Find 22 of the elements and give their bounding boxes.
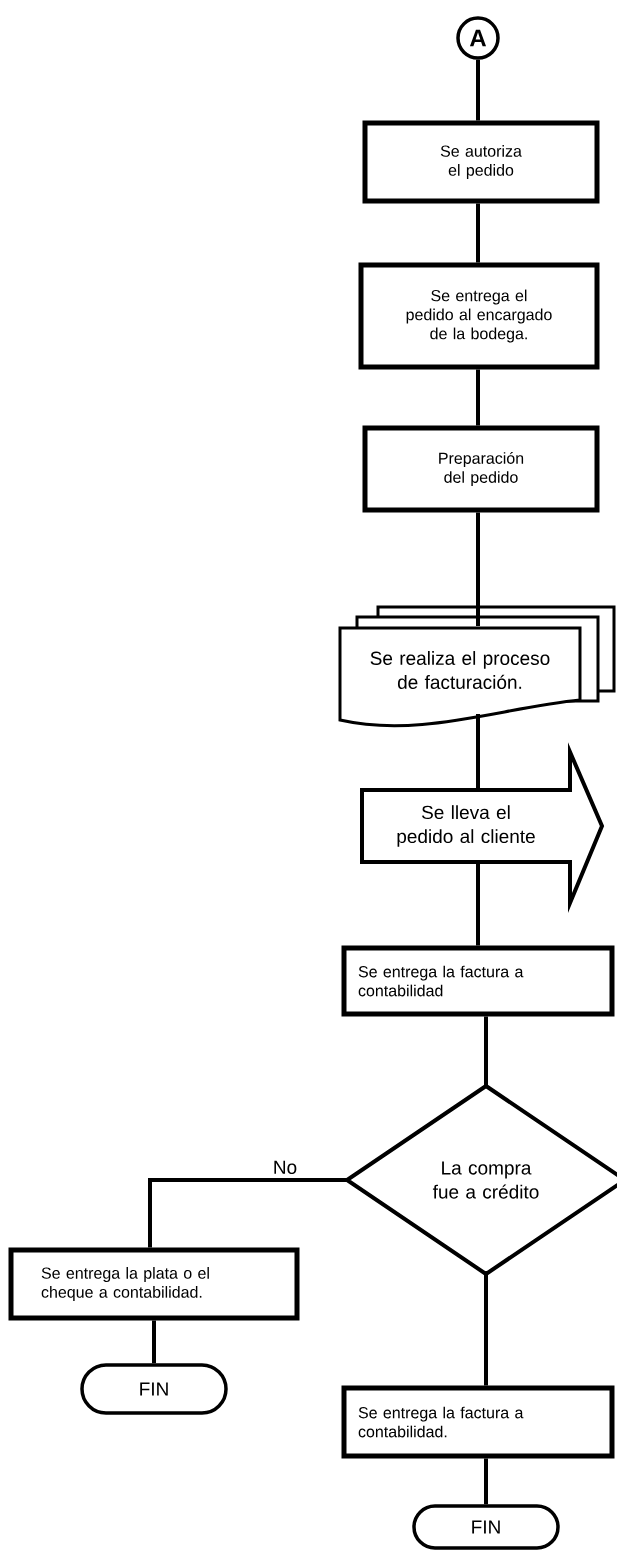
document-stack: Se realiza el proceso de facturación. (338, 605, 616, 728)
connector-line (148, 1178, 347, 1248)
connector-line (484, 1274, 488, 1386)
connector-line (476, 203, 480, 263)
terminal-box: FIN (80, 1363, 228, 1415)
process-box: Se entrega el pedido al encargado de la bodega. (358, 262, 600, 370)
connector-line (476, 512, 480, 626)
connector-line (476, 714, 480, 788)
connector-line (152, 1320, 156, 1364)
process-box: Se autoriza el pedido (362, 120, 600, 204)
node-label: Se realiza el proceso de facturación. (370, 651, 550, 689)
process-box: Preparación del pedido (362, 425, 600, 513)
terminal-box: FIN (412, 1504, 560, 1550)
connector-line (484, 1458, 488, 1505)
connector-line (476, 864, 480, 946)
process-box: Se entrega la plata o el cheque a contabilidad. (8, 1247, 300, 1321)
connector-line (476, 59, 480, 121)
connector-line (484, 1016, 488, 1086)
process-box: Se entrega la factura a contabilidad. (341, 1385, 615, 1459)
process-box: Se entrega la factura a contabilidad (341, 945, 615, 1017)
edge-label: No (271, 1159, 299, 1175)
connector-line (476, 369, 480, 426)
